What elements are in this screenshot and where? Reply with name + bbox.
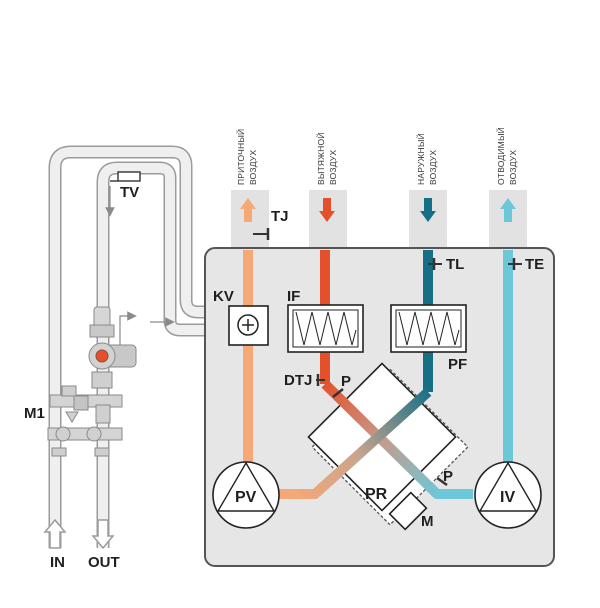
extract-duct-arrow — [319, 198, 335, 222]
sensor-ticks — [253, 228, 522, 487]
tv-sensor — [110, 171, 141, 182]
outdoor-air-label-2: ВОЗДУХ — [428, 150, 438, 185]
m-label: M — [421, 513, 434, 530]
hx-outdoor-flow — [278, 388, 432, 499]
tv-label: TV — [120, 184, 139, 201]
kv-label: KV — [213, 288, 234, 305]
supply-air-label-1: ПРИТОЧНЫЙ — [235, 129, 246, 185]
in-label: IN — [50, 554, 65, 571]
outdoor-air-label-1: НАРУЖНЫЙ — [415, 133, 426, 185]
exhaust-air-label-2: ВОЗДУХ — [508, 150, 518, 185]
circulation-pump — [88, 306, 137, 389]
heater-kv — [228, 305, 269, 346]
tj-label: TJ — [271, 208, 289, 225]
supply-duct-arrow — [240, 198, 256, 222]
out-label: OUT — [88, 554, 120, 571]
water-loop-pipes — [48, 145, 235, 548]
extract-air-label-1: ВЫТЯЖНОЙ — [315, 132, 326, 185]
pressure-sensor-1-label: P — [341, 373, 351, 390]
mixing-valve-m1 — [47, 385, 123, 457]
supply-fan-pv — [212, 461, 280, 529]
extract-air-label-2: ВОЗДУХ — [328, 150, 338, 185]
exhaust-duct-arrow — [500, 198, 516, 222]
m1-label: M1 — [24, 405, 45, 422]
pr-label: PR — [365, 486, 388, 503]
out-arrow — [91, 519, 115, 550]
te-label: TE — [525, 256, 544, 273]
tl-label: TL — [446, 256, 464, 273]
if-label: IF — [287, 288, 300, 305]
iv-label: IV — [500, 489, 515, 506]
dtj-label: DTJ — [284, 372, 312, 389]
outdoor-duct-arrow — [420, 198, 436, 222]
pressure-sensor-2-label: P — [443, 468, 453, 485]
filter-pf — [390, 304, 467, 353]
hx-extract-flow — [321, 380, 473, 499]
supply-air-label-2: ВОЗДУХ — [248, 150, 258, 185]
in-arrow — [43, 518, 67, 549]
exhaust-air-label-1: ОТВОДИМЫЙ — [495, 127, 506, 185]
pf-label: PF — [448, 356, 467, 373]
bypass-motor — [388, 491, 428, 531]
exhaust-fan-iv — [474, 461, 542, 529]
filter-if — [287, 304, 364, 353]
pv-label: PV — [235, 489, 257, 506]
